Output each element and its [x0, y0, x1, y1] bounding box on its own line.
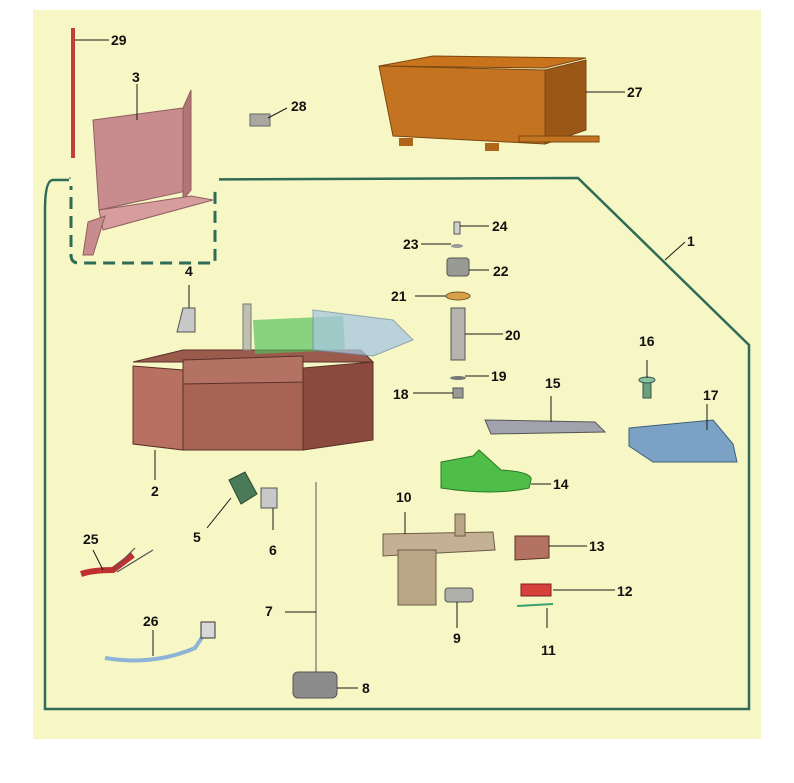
part-label-20: 20: [505, 327, 521, 343]
gear-ring-shape: [445, 291, 471, 301]
part-label-2: 2: [151, 483, 159, 499]
washer-shape: [450, 376, 466, 380]
gasket-shape: [516, 603, 554, 607]
part-label-29: 29: [111, 32, 127, 48]
part-label-27: 27: [627, 84, 643, 100]
exploded-parts-diagram: 29 3 28 27 1 24 23 22 21 20 19 18 4 16 1…: [33, 10, 761, 739]
blue-cover-shape: [628, 419, 738, 463]
part-label-24: 24: [492, 218, 508, 234]
leader-lines: [75, 39, 708, 689]
part-label-10: 10: [396, 489, 412, 505]
part-label-22: 22: [493, 263, 509, 279]
bracket-plate-shape: [514, 535, 550, 561]
part-label-8: 8: [362, 680, 370, 696]
solenoid-shape: [520, 583, 552, 597]
switch-shape: [260, 487, 278, 509]
part-label-18: 18: [393, 386, 409, 402]
shaft-shape: [450, 307, 466, 361]
assembly-boundary: [43, 176, 751, 711]
part-label-23: 23: [403, 236, 419, 252]
cable-shape: [104, 628, 209, 663]
weight-shape: [292, 671, 338, 699]
spring-washer-shape: [451, 244, 463, 248]
cable-plug: [200, 621, 216, 639]
part-label-15: 15: [545, 375, 561, 391]
clamp-shape: [249, 113, 271, 127]
part-label-11: 11: [541, 642, 556, 658]
part-label-19: 19: [491, 368, 507, 384]
part-label-25: 25: [83, 531, 99, 547]
part-label-1: 1: [687, 233, 695, 249]
part-label-28: 28: [291, 98, 307, 114]
nut-shape: [452, 387, 464, 399]
part-label-16: 16: [639, 333, 655, 349]
part-label-13: 13: [589, 538, 605, 554]
wire-harness-shape: [80, 552, 135, 577]
part-label-14: 14: [553, 476, 569, 492]
motor-housing-shape: [382, 513, 496, 606]
part-number-labels: 29 3 28 27 1 24 23 22 21 20 19 18 4 16 1…: [83, 32, 719, 696]
bracket-dashed-boundary: [69, 178, 217, 265]
top-cover-shape: [378, 55, 600, 151]
part-label-5: 5: [193, 529, 201, 545]
blue-insert-shape: [312, 309, 414, 357]
part-label-7: 7: [265, 603, 273, 619]
part-label-9: 9: [453, 630, 461, 646]
exploded-diagram-panel: 29 3 28 27 1 24 23 22 21 20 19 18 4 16 1…: [33, 10, 761, 739]
part-label-4: 4: [185, 263, 193, 279]
cap-shape: [446, 257, 470, 277]
mounting-bracket-shape: [82, 89, 214, 256]
mounting-plate-shape: [228, 471, 258, 505]
part-label-6: 6: [269, 542, 277, 558]
red-rod-shape: [71, 28, 75, 158]
small-clip-shape: [176, 307, 196, 333]
screw-shape: [453, 221, 461, 235]
bushing-shape: [444, 587, 474, 603]
main-housing-shape: [132, 349, 375, 451]
channel-rail-shape: [484, 419, 607, 435]
part-label-26: 26: [143, 613, 159, 629]
green-cam-shape: [440, 449, 532, 493]
part-label-21: 21: [391, 288, 407, 304]
part-label-3: 3: [132, 69, 140, 85]
part-label-12: 12: [617, 583, 633, 599]
part-label-17: 17: [703, 387, 719, 403]
housing-shaft: [242, 303, 252, 351]
